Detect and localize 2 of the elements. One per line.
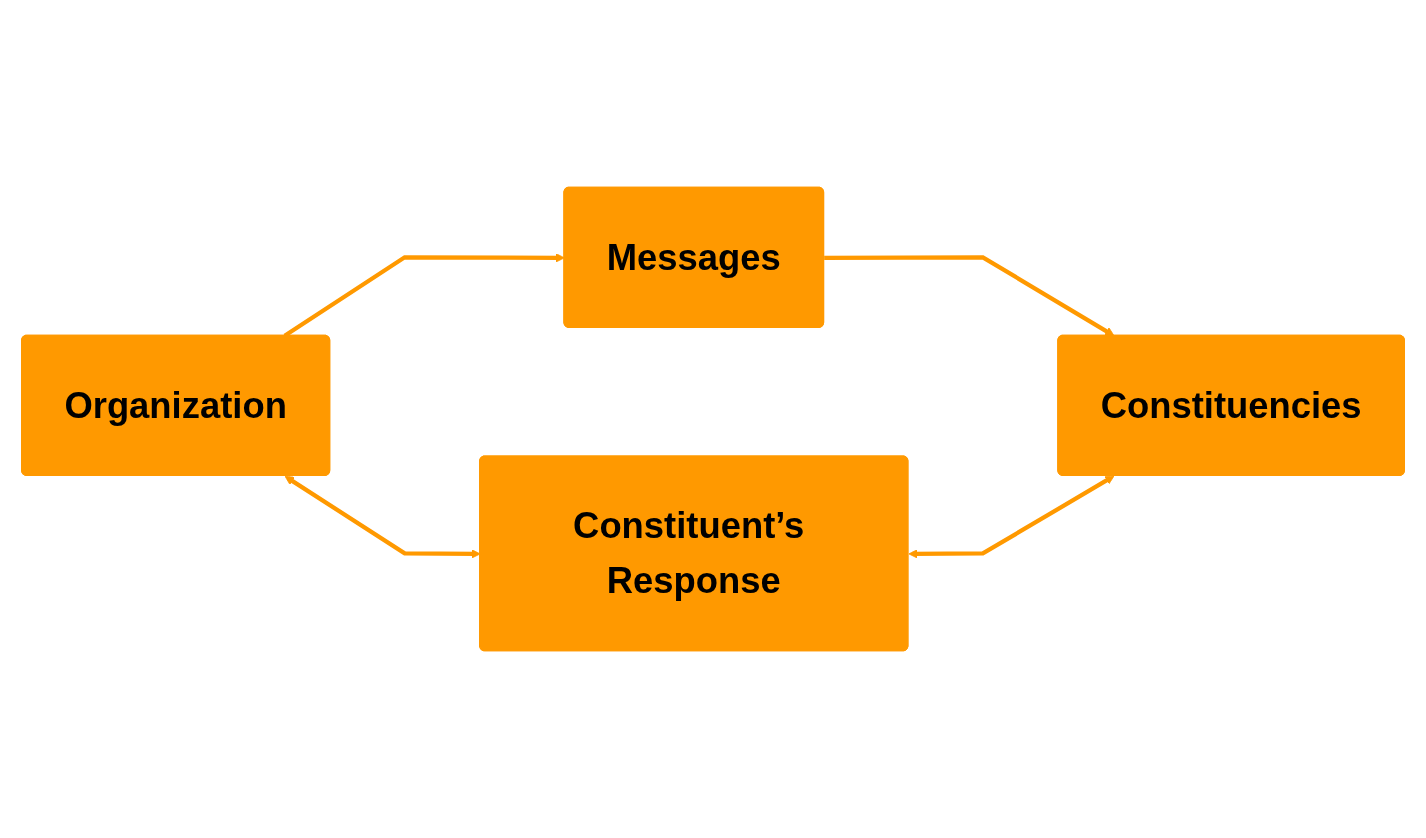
arrow xyxy=(824,255,1115,337)
arrow xyxy=(908,475,1115,559)
